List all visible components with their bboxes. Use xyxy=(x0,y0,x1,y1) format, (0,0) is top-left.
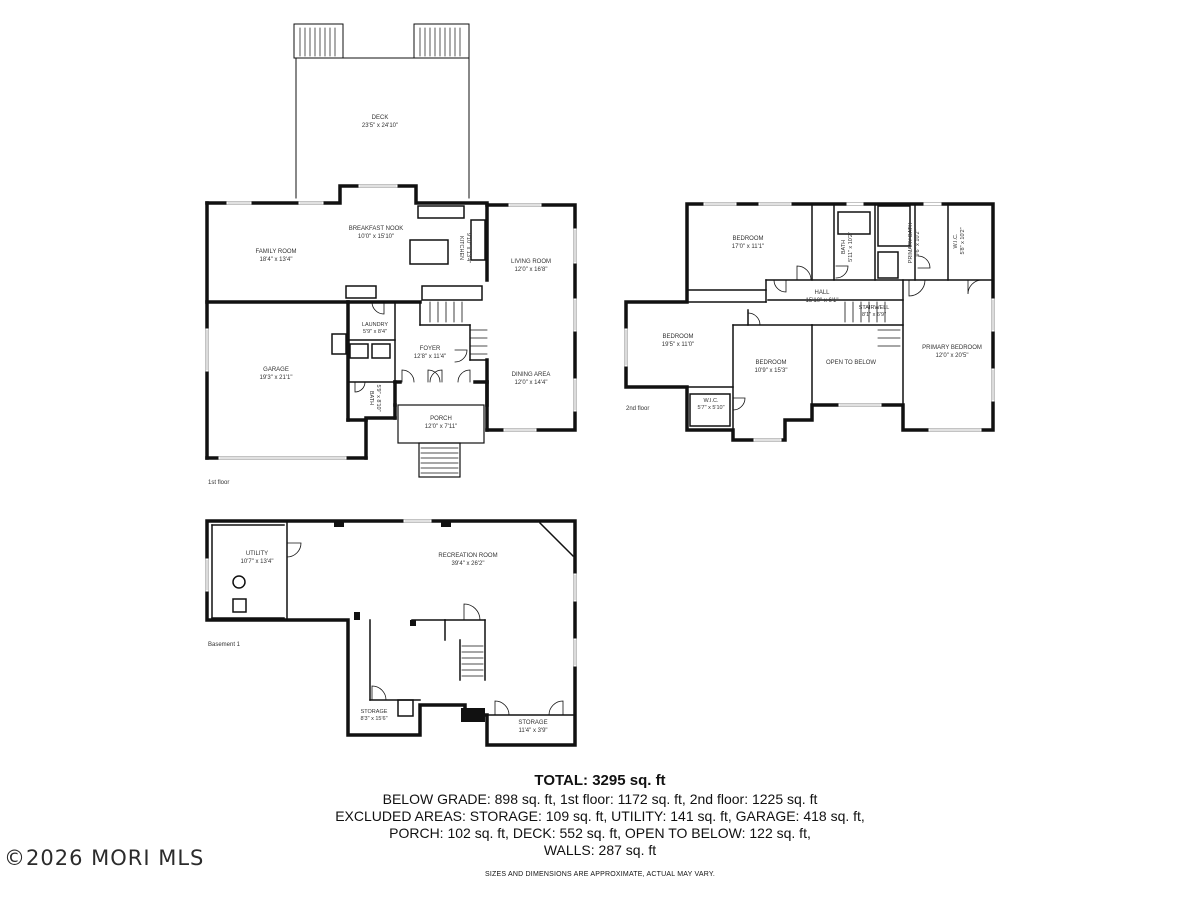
watermark: ©2026 MORI MLS xyxy=(4,846,205,870)
bedroom-c-dims: 10'9" x 15'3" xyxy=(755,368,788,374)
area-summary-line-4: WALLS: 287 sq. ft xyxy=(543,842,657,858)
foyer-dims: 12'8" x 11'4" xyxy=(414,354,446,360)
stairwell-dims: 8'1" x 6'9" xyxy=(862,312,886,318)
area-summary-line-1: BELOW GRADE: 898 sq. ft, 1st floor: 1172… xyxy=(382,791,818,807)
wic-a-name: W.I.C. xyxy=(953,233,959,248)
breakfast-nook-dims: 10'0" x 15'10" xyxy=(358,234,394,240)
disclaimer: SIZES AND DIMENSIONS ARE APPROXIMATE, AC… xyxy=(485,871,715,878)
porch-name: PORCH xyxy=(430,416,452,422)
second-bath-name: BATH xyxy=(841,240,847,254)
utility-dims: 10'7" x 13'4" xyxy=(241,559,274,565)
first-floor-doors xyxy=(354,301,471,393)
porch-dims: 12'0" x 7'11" xyxy=(425,424,457,430)
wic-a-dims: 5'8" x 10'2" xyxy=(960,227,966,254)
utility-name: UTILITY xyxy=(246,551,268,557)
second-floor-walls xyxy=(624,202,995,442)
dining-area-name: DINING AREA xyxy=(512,372,551,378)
first-floor-label: 1st floor xyxy=(208,480,229,486)
family-room-name: FAMILY ROOM xyxy=(255,249,296,255)
primary-bath-dims: 9'6" x 10'2" xyxy=(915,229,921,256)
primary-bedroom-name: PRIMARY BEDROOM xyxy=(922,345,982,351)
stairwell-name: STAIRWELL xyxy=(859,305,890,311)
foyer-name: FOYER xyxy=(420,346,441,352)
basement-label: Basement 1 xyxy=(208,642,241,648)
second-floor-stairs xyxy=(844,301,901,347)
first-floor-plan xyxy=(205,23,577,478)
first-floor-interior xyxy=(331,205,488,383)
storage-a-dims: 8'3" x 15'6" xyxy=(360,716,387,722)
area-summary-line-3: PORCH: 102 sq. ft, DECK: 552 sq. ft, OPE… xyxy=(389,825,811,841)
first-bath-name: BATH xyxy=(368,391,374,405)
basement-plan xyxy=(205,519,577,747)
second-floor-label: 2nd floor xyxy=(626,406,649,412)
bedroom-a-dims: 17'0" x 11'1" xyxy=(732,244,764,250)
bedroom-b-name: BEDROOM xyxy=(662,334,693,340)
primary-bedroom-dims: 12'0" x 20'5" xyxy=(936,353,969,359)
living-room-dims: 12'0" x 16'8" xyxy=(515,267,548,273)
hall-name: HALL xyxy=(814,290,830,296)
wic-b-name: W.I.C. xyxy=(704,398,719,404)
second-floor-doors xyxy=(732,255,983,411)
dining-area-dims: 12'0" x 14'4" xyxy=(515,380,548,386)
basement-interior xyxy=(211,520,576,717)
hall-dims: 15'10" x 6'1" xyxy=(806,298,839,304)
porch-outline xyxy=(397,404,485,478)
garage-name: GARAGE xyxy=(263,367,289,373)
laundry-name: LAUNDRY xyxy=(362,322,389,328)
second-bath-dims: 5'11" x 10'2" xyxy=(848,232,854,262)
family-room-dims: 18'4" x 13'4" xyxy=(260,257,293,263)
second-floor-plan xyxy=(624,202,995,442)
storage-a-name: STORAGE xyxy=(361,709,388,715)
breakfast-nook-name: BREAKFAST NOOK xyxy=(349,226,404,232)
recreation-room-dims: 39'4" x 26'2" xyxy=(452,561,485,567)
kitchen-dims: 9'10" x 13'4" xyxy=(465,233,471,263)
primary-bath-name: PRIMARY BATH xyxy=(908,223,914,264)
deck-name: DECK xyxy=(372,115,389,121)
total-area: TOTAL: 3295 sq. ft xyxy=(534,772,666,789)
living-room-name: LIVING ROOM xyxy=(511,259,551,265)
deck-outline xyxy=(293,23,470,199)
first-floor-stairs xyxy=(429,301,488,355)
open-to-below-name: OPEN TO BELOW xyxy=(826,360,876,366)
laundry-dims: 5'9" x 8'4" xyxy=(363,329,387,335)
storage-b-dims: 11'4" x 3'9" xyxy=(518,728,547,734)
bedroom-b-dims: 19'5" x 11'0" xyxy=(662,342,694,348)
recreation-room-name: RECREATION ROOM xyxy=(438,553,497,559)
wic-b-dims: 5'7" x 5'10" xyxy=(697,405,724,411)
deck-dims: 23'5" x 24'10" xyxy=(362,123,398,129)
basement-stairs xyxy=(461,645,484,677)
area-summary-line-2: EXCLUDED AREAS: STORAGE: 109 sq. ft, UTI… xyxy=(335,808,865,824)
storage-b-name: STORAGE xyxy=(518,720,547,726)
bedroom-a-name: BEDROOM xyxy=(732,236,763,242)
basement-walls xyxy=(205,519,577,747)
second-floor-interior xyxy=(686,203,994,431)
basement-doors xyxy=(286,542,564,716)
kitchen-name: KITCHEN xyxy=(458,236,464,260)
first-bath-dims: 5'9" x 8'10" xyxy=(375,384,381,411)
garage-dims: 19'3" x 21'1" xyxy=(260,375,293,381)
bedroom-c-name: BEDROOM xyxy=(755,360,786,366)
